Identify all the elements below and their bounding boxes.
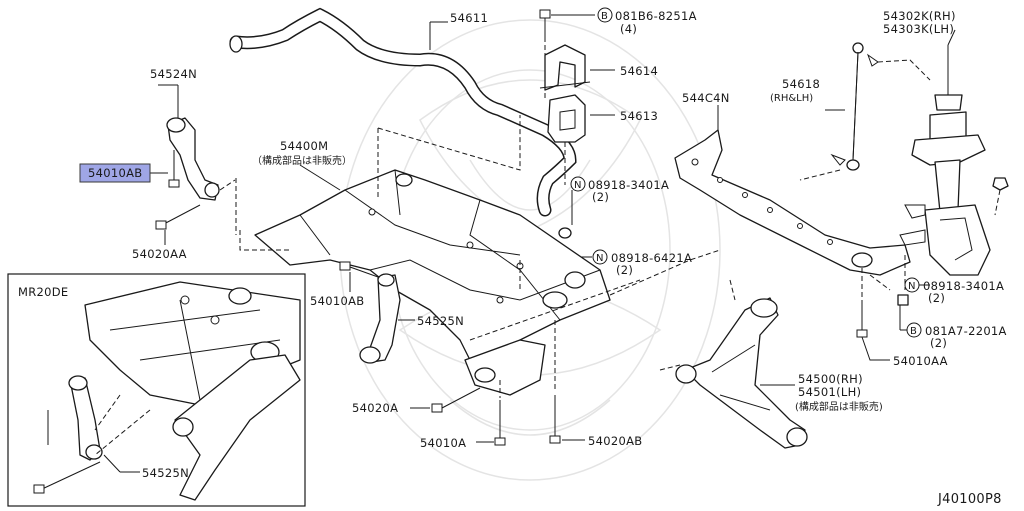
bolt-54010aa-right: 54010AA [856, 300, 948, 368]
qty-08918-3401a-mid: (2) [592, 190, 609, 204]
bolt-54010ab-left: 54010AB [79, 150, 180, 188]
stabilizer-link-54618: 54618 (RH&LH) [770, 42, 879, 171]
label-54400m: 54400M [280, 139, 328, 153]
label-54613: 54613 [620, 109, 658, 123]
label-08918-6421a: 08918-6421A [611, 251, 692, 265]
qty-081a7: (2) [930, 336, 947, 350]
bolt-54010ab-mid: 54010AB [310, 261, 379, 308]
callout-circle-b [597, 7, 613, 23]
label-54501: 54501(LH) [798, 385, 861, 399]
label-08918-3401a-right: 08918-3401A [923, 279, 1004, 293]
nut-08918-3401a-mid: N 08918-3401A (2) [558, 176, 669, 239]
inset-frame [7, 273, 306, 507]
label-54618: 54618 [782, 77, 820, 91]
qty-081b6: (4) [620, 22, 637, 36]
subframe-54400m [254, 169, 611, 396]
strut-54302k: 54302K(RH) 54303K(LH) [883, 9, 991, 276]
svg-text:N: N [908, 281, 915, 292]
bolt-081a7-2201a: B 081A7-2201A (2) [899, 305, 1007, 350]
svg-text:B: B [601, 11, 608, 22]
bolt-54020aa-left: 54020AA [132, 204, 201, 261]
bracket-54525n-mid: 54525N [359, 273, 464, 364]
bolt-54010a: 54010A [420, 400, 506, 450]
svg-text:N: N [574, 180, 581, 191]
label-54611: 54611 [450, 11, 488, 25]
label-54020a: 54020A [352, 401, 398, 415]
label-54303k: 54303K(LH) [883, 22, 954, 36]
note-54618: (RH&LH) [770, 93, 813, 104]
inset-lower-arm [174, 354, 301, 501]
lower-arm-54500: 54500(RH) 54501(LH) (構成部品は非販売) [675, 297, 883, 449]
label-54525n-mid: 54525N [417, 314, 464, 328]
label-54010ab-highlight[interactable]: 54010AB [88, 166, 142, 180]
label-08918-3401a-mid: 08918-3401A [588, 178, 669, 192]
label-54010a: 54010A [420, 436, 466, 450]
label-081a7-2201a: 081A7-2201A [925, 324, 1007, 338]
bolt-54020ab: 54020AB [549, 395, 642, 448]
label-54614: 54614 [620, 64, 658, 78]
label-54500: 54500(RH) [798, 372, 863, 386]
qty-08918-6421a: (2) [616, 263, 633, 277]
inset-bushing-top [228, 287, 252, 305]
svg-text:N: N [596, 253, 603, 264]
nut-08918-3401a-right: N 08918-3401A (2) [897, 277, 1004, 306]
label-081b6-8251a: 081B6-8251A [615, 9, 697, 23]
label-54302k: 54302K(RH) [883, 9, 956, 23]
note-54500: (構成部品は非販売) [795, 400, 883, 413]
label-54010ab-mid: 54010AB [310, 294, 364, 308]
inset-title: MR20DE [18, 285, 68, 299]
highlighted-part-box[interactable] [79, 163, 151, 183]
qty-08918-3401a-right: (2) [928, 291, 945, 305]
note-54400m: （構成部品は非販売） [252, 154, 352, 167]
crossmember-544c4n: 544C4N [674, 91, 911, 276]
bushing-54613: 54613 [547, 94, 658, 143]
label-54020ab: 54020AB [588, 434, 642, 448]
label-54020aa-left: 54020AA [132, 247, 187, 261]
bolt-54020a: 54020A [352, 387, 481, 415]
clamp-54614: 54614 [539, 44, 658, 91]
nut-strut [992, 177, 1009, 191]
diagram-code: J40100P8 [937, 492, 1002, 507]
label-54524n: 54524N [150, 67, 197, 81]
label-54525n-inset: 54525N [142, 466, 189, 480]
label-544c4n: 544C4N [682, 91, 730, 105]
label-54010aa-right: 54010AA [893, 354, 948, 368]
bolt-081b6: B 081B6-8251A (4) [539, 7, 697, 42]
svg-text:B: B [910, 326, 917, 337]
bracket-54524n: 54524N [150, 67, 236, 201]
inset-mr20de: MR20DE 54525N [7, 273, 306, 507]
stabilizer-bar-54611 [229, 7, 577, 217]
